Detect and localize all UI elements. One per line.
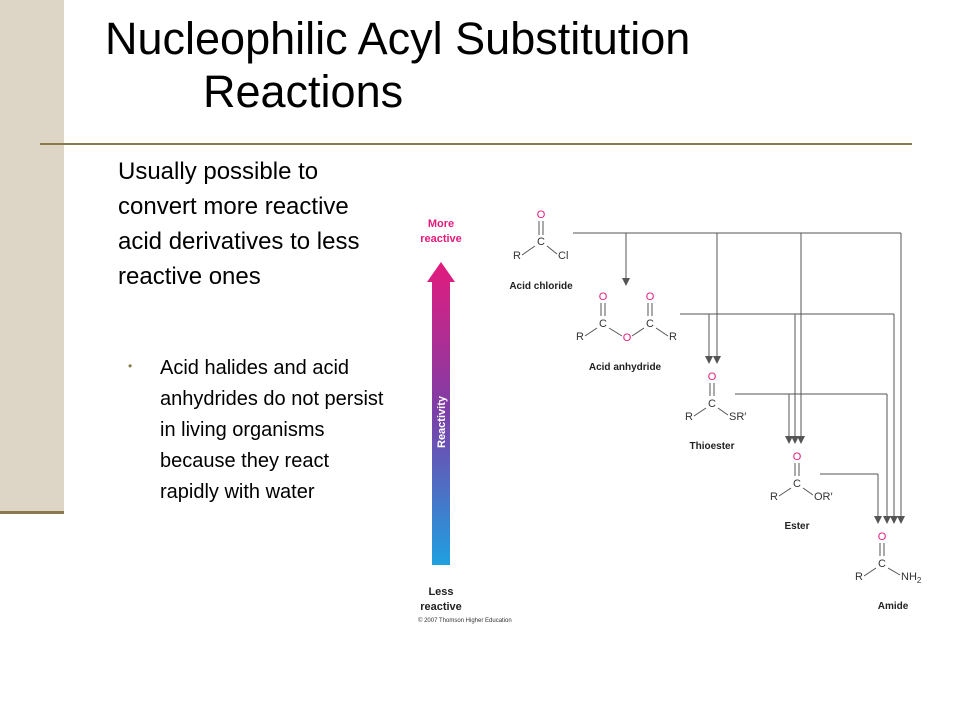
atom-o: O	[599, 291, 608, 303]
less-reactive-label-1: Less	[428, 586, 453, 598]
reactivity-axis-label: Reactivity	[436, 395, 448, 448]
side-accent-rule	[0, 511, 64, 514]
ester-label: Ester	[784, 521, 809, 532]
atom-c: C	[878, 558, 886, 570]
title-divider	[40, 143, 912, 145]
title-line-2: Reactions	[203, 66, 404, 117]
atom-o: O	[793, 451, 802, 463]
atom-o-bridge: O	[623, 332, 632, 344]
arrowhead	[897, 516, 905, 524]
thioester-structure: O C R SR′	[685, 371, 746, 423]
atom-r: R	[770, 491, 778, 503]
amide-structure: O C R NH2	[855, 531, 922, 585]
arrow-heads	[622, 278, 905, 524]
sub-bullet-text: Acid halides and acid anhydrides do not …	[160, 357, 384, 503]
atom-o: O	[537, 209, 546, 221]
main-bullet: Usually possible to convert more reactiv…	[118, 158, 360, 290]
atom-o: O	[878, 531, 887, 543]
arrowhead	[705, 356, 713, 364]
copyright-note: © 2007 Thomson Higher Education	[418, 617, 512, 624]
acid-chloride-label: Acid chloride	[509, 281, 573, 292]
arrowhead	[791, 436, 799, 444]
more-reactive-label-2: reactive	[420, 233, 462, 245]
arrowhead	[883, 516, 891, 524]
side-accent-bar	[0, 0, 64, 512]
arrowhead	[622, 278, 630, 286]
sub-bullet-dot: •	[128, 359, 133, 373]
slide-title: Nucleophilic Acyl Substitution Reactions	[105, 12, 865, 118]
atom-o: O	[708, 371, 717, 383]
more-reactive-label-1: More	[428, 218, 454, 230]
less-reactive-label-2: reactive	[420, 601, 462, 613]
title-line-1: Nucleophilic Acyl Substitution	[105, 13, 691, 64]
atom-r: R	[669, 331, 677, 343]
atom-o: O	[646, 291, 655, 303]
arrowhead	[713, 356, 721, 364]
atom-cl: Cl	[558, 250, 568, 262]
atom-r: R	[855, 571, 863, 583]
acid-anhydride-structure: O C R O O C R	[576, 291, 677, 344]
atom-nh: NH2	[901, 571, 922, 585]
atom-r: R	[513, 250, 521, 262]
acid-chloride-structure: O C R Cl	[513, 209, 568, 262]
acid-anhydride-label: Acid anhydride	[589, 362, 662, 373]
arrowhead	[797, 436, 805, 444]
atom-c: C	[793, 478, 801, 490]
arrowhead	[785, 436, 793, 444]
atom-c: C	[599, 318, 607, 330]
arrowhead	[890, 516, 898, 524]
atom-r: R	[685, 411, 693, 423]
reactivity-arrow	[427, 262, 455, 565]
atom-sr: SR′	[729, 411, 746, 423]
atom-c: C	[537, 236, 545, 248]
atom-nh-subscript: 2	[917, 576, 922, 585]
atom-c: C	[646, 318, 654, 330]
atom-r: R	[576, 331, 584, 343]
ester-structure: O C R OR′	[770, 451, 833, 503]
atom-or: OR′	[814, 491, 833, 503]
atom-c: C	[708, 398, 716, 410]
amide-label: Amide	[878, 601, 909, 612]
thioester-label: Thioester	[689, 441, 734, 452]
conversion-arrows	[573, 232, 902, 518]
atom-nh-text: NH	[901, 571, 917, 583]
arrowhead	[874, 516, 882, 524]
